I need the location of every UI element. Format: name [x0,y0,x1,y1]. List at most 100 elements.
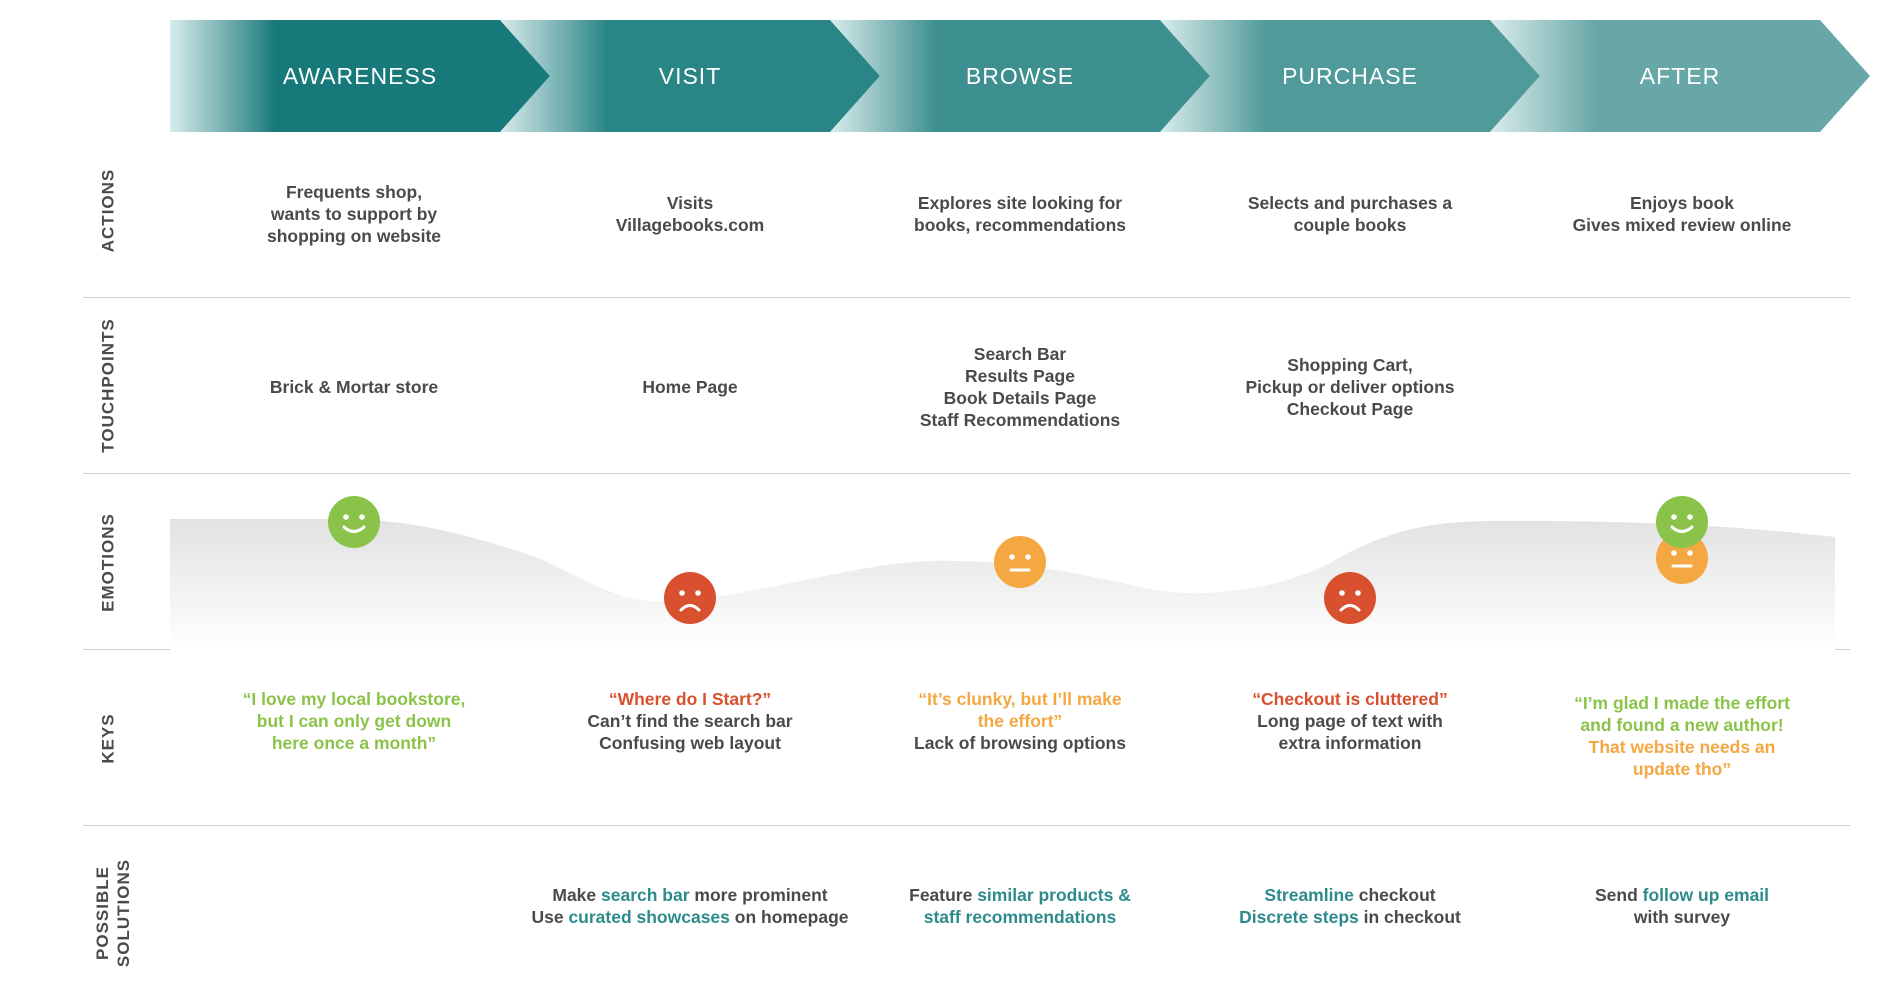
text-line: and found a new author! [1580,715,1784,735]
text-line: Book Details Page [943,388,1097,408]
text-line: here once a month” [271,733,437,753]
happy-face-icon [328,496,380,548]
solution-text: Send [1594,885,1643,905]
text-line: Shopping Cart, [1287,355,1413,375]
text-line: Visits [666,193,714,213]
stage-label: PURCHASE [1282,62,1418,89]
row-label-actions: ACTIONS [98,168,118,253]
stage-label: VISIT [658,62,722,89]
stage-awareness: AWARENESS [170,20,550,132]
solution-highlight: Streamline [1264,885,1354,905]
text-line: extra information [1278,733,1422,753]
solution-text: in checkout [1358,907,1461,927]
sad-face-icon [1324,572,1376,624]
text-line: “I’m glad I made the effort [1574,693,1790,713]
text-line: shopping on website [266,226,442,246]
solution-line: Feature similar products & [855,884,1185,906]
row-label-keys: KEYS [98,713,118,764]
text-line: Search Bar [973,344,1067,364]
text-line: Brick & Mortar store [269,377,439,397]
stage-purchase: PURCHASE [1160,20,1540,132]
solution-text: Feature [909,885,978,905]
solution-text: Use [531,907,569,927]
touchpoints-cell: Brick & Mortar store [189,376,519,398]
solution-text: Make [552,885,602,905]
solution-highlight: staff recommendations [923,907,1117,927]
neutral-face-icon [994,536,1046,588]
text-line: Pickup or deliver options [1245,377,1455,397]
stage-label: AFTER [1639,62,1721,89]
sad-face-icon [664,572,716,624]
text-line: “It’s clunky, but I’ll make [918,689,1122,709]
text-line: Selects and purchases a [1247,193,1453,213]
stage-label: BROWSE [965,62,1075,89]
keys-cell: “Checkout is cluttered”Long page of text… [1185,688,1515,754]
solution-highlight: follow up email [1642,885,1770,905]
solution-text: on homepage [729,907,849,927]
text-line: Confusing web layout [599,733,781,753]
text-line: Villagebooks.com [615,215,765,235]
solution-line: staff recommendations [855,906,1185,928]
row-label-touchpoints: TOUCHPOINTS [98,318,118,453]
keys-cell: “I love my local bookstore,but I can onl… [189,688,519,754]
stage-label: AWARENESS [282,62,438,89]
solution-highlight: Discrete steps [1239,907,1359,927]
text-line: the effort” [977,711,1063,731]
divider-actions-touchpoints [83,297,1850,298]
text-line: update tho” [1632,759,1732,779]
keys-cell: “Where do I Start?”Can’t find the search… [525,688,855,754]
solution-line: Make search bar more prominent [525,884,855,906]
text-line: Long page of text with [1257,711,1443,731]
emotion-curve [170,519,1835,650]
text-line: Results Page [965,366,1075,386]
solution-highlight: curated showcases [568,907,730,927]
solution-highlight: search bar [601,885,690,905]
solution-text: checkout [1353,885,1436,905]
divider-keys-solutions [83,825,1850,826]
solution-text: with survey [1633,907,1731,927]
divider-touchpoints-emotions [83,473,1850,474]
text-line: Can’t find the search bar [587,711,793,731]
text-line: but I can only get down [256,711,452,731]
row-label-solutions: SOLUTIONS [114,858,133,968]
text-line: books, recommendations [914,215,1126,235]
solution-highlight: similar products & [977,885,1131,905]
stage-after: AFTER [1490,20,1870,132]
text-line: Checkout Page [1286,399,1414,419]
text-line: Enjoys book [1629,193,1735,213]
text-line: That website needs an [1588,737,1776,757]
stage-browse: BROWSE [830,20,1210,132]
text-line: “Checkout is cluttered” [1252,689,1448,709]
row-label-possible: POSSIBLE [93,866,112,960]
happy-face-icon [1656,496,1708,548]
solution-line: Discrete steps in checkout [1185,906,1515,928]
solution-line: with survey [1517,906,1847,928]
text-line: couple books [1293,215,1407,235]
text-line: Gives mixed review online [1572,215,1792,235]
touchpoints-cell: Home Page [525,376,855,398]
journey-stage-bar: AWARENESS VISIT BROWSE PURCHASE AFTER [170,20,1870,132]
row-label-possible-solutions: POSSIBLE SOLUTIONS [92,838,134,988]
text-line: Frequents shop, [285,182,423,202]
text-line: Home Page [642,377,738,397]
row-label-emotions: EMOTIONS [98,513,118,612]
solution-text: more prominent [689,885,828,905]
text-line: Explores site looking for [917,193,1123,213]
solution-line: Use curated showcases on homepage [525,906,855,928]
stage-visit: VISIT [500,20,880,132]
solution-line: Send follow up email [1517,884,1847,906]
text-line: Lack of browsing options [914,733,1126,753]
text-line: Staff Recommendations [919,410,1121,430]
